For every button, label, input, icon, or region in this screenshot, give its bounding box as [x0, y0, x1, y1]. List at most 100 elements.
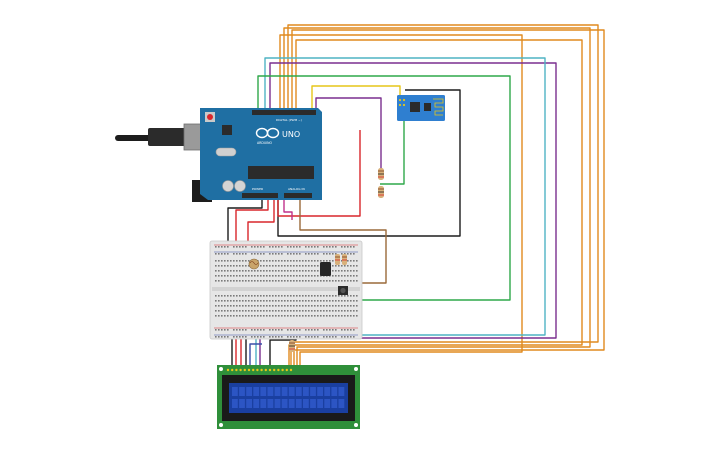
breadboard-hole: [302, 295, 304, 297]
breadboard-hole: [245, 265, 247, 267]
breadboard-hole: [284, 300, 286, 302]
esp8266-module: [397, 95, 445, 121]
breadboard-hole: [215, 265, 217, 267]
breadboard-hole: [257, 336, 259, 338]
breadboard-hole: [329, 300, 331, 302]
breadboard-hole: [272, 310, 274, 312]
breadboard-hole: [224, 253, 226, 255]
breadboard-hole: [242, 253, 244, 255]
breadboard-hole: [338, 265, 340, 267]
breadboard-hole: [248, 315, 250, 317]
breadboard-hole: [317, 275, 319, 277]
breadboard-hole: [302, 270, 304, 272]
breadboard-hole: [230, 315, 232, 317]
breadboard-hole: [236, 336, 238, 338]
breadboard-hole: [332, 305, 334, 307]
breadboard-hole: [230, 270, 232, 272]
breadboard-hole: [341, 246, 343, 248]
breadboard-hole: [338, 315, 340, 317]
breadboard-hole: [302, 260, 304, 262]
breadboard-hole: [347, 305, 349, 307]
breadboard-hole: [275, 253, 277, 255]
breadboard-hole: [305, 310, 307, 312]
breadboard-hole: [221, 246, 223, 248]
breadboard-hole: [239, 329, 241, 331]
breadboard-hole: [302, 310, 304, 312]
breadboard-hole: [254, 305, 256, 307]
breadboard-hole: [215, 260, 217, 262]
breadboard-hole: [281, 270, 283, 272]
breadboard-hole: [344, 246, 346, 248]
breadboard-hole: [269, 253, 271, 255]
breadboard-hole: [278, 280, 280, 282]
breadboard-hole: [278, 265, 280, 267]
esp-chip: [410, 102, 420, 112]
breadboard-hole: [278, 246, 280, 248]
breadboard-hole: [353, 329, 355, 331]
breadboard-hole: [293, 295, 295, 297]
breadboard-hole: [290, 310, 292, 312]
breadboard-hole: [284, 295, 286, 297]
breadboard-hole: [257, 300, 259, 302]
breadboard-hole: [341, 260, 343, 262]
breadboard-hole: [251, 270, 253, 272]
breadboard-hole: [326, 246, 328, 248]
breadboard-hole: [266, 275, 268, 277]
breadboard-hole: [239, 265, 241, 267]
breadboard-hole: [266, 315, 268, 317]
breadboard-hole: [266, 300, 268, 302]
breadboard-hole: [347, 336, 349, 338]
breadboard-hole: [350, 336, 352, 338]
lcd-pin: [256, 368, 259, 372]
breadboard-hole: [239, 336, 241, 338]
lcd-character-cell: [246, 399, 252, 408]
breadboard-hole: [266, 280, 268, 282]
lcd-mount-hole-3: [219, 423, 223, 427]
breadboard-hole: [287, 300, 289, 302]
breadboard-hole: [314, 315, 316, 317]
breadboard-hole: [311, 295, 313, 297]
breadboard-hole: [323, 246, 325, 248]
breadboard-hole: [338, 300, 340, 302]
breadboard-hole: [323, 295, 325, 297]
breadboard-hole: [287, 260, 289, 262]
lcd-character-cell: [288, 399, 295, 408]
breadboard-hole: [215, 253, 217, 255]
breadboard-hole: [317, 246, 319, 248]
breadboard-hole: [254, 270, 256, 272]
breadboard-hole: [218, 246, 220, 248]
breadboard-hole: [314, 270, 316, 272]
breadboard-hole: [263, 246, 265, 248]
breadboard-hole: [287, 336, 289, 338]
breadboard-hole: [269, 265, 271, 267]
breadboard-hole: [281, 329, 283, 331]
breadboard-hole: [284, 315, 286, 317]
breadboard-hole: [353, 300, 355, 302]
breadboard-hole: [317, 295, 319, 297]
breadboard-hole: [239, 270, 241, 272]
breadboard-hole: [341, 305, 343, 307]
breadboard-hole: [296, 310, 298, 312]
digital-header: [252, 110, 316, 115]
breadboard-hole: [317, 315, 319, 317]
breadboard-hole: [263, 253, 265, 255]
breadboard-hole: [335, 329, 337, 331]
capacitor-2: [234, 180, 246, 192]
breadboard-hole: [299, 265, 301, 267]
breadboard-hole: [236, 275, 238, 277]
breadboard-hole: [332, 246, 334, 248]
breadboard-hole: [293, 253, 295, 255]
breadboard-hole: [314, 300, 316, 302]
breadboard-hole: [326, 280, 328, 282]
breadboard-hole: [305, 260, 307, 262]
breadboard-hole: [260, 329, 262, 331]
breadboard-hole: [278, 253, 280, 255]
breadboard-hole: [311, 265, 313, 267]
breadboard-hole: [218, 310, 220, 312]
breadboard-hole: [293, 315, 295, 317]
breadboard-hole: [350, 295, 352, 297]
breadboard-hole: [323, 305, 325, 307]
wire-purple: [259, 62, 557, 368]
breadboard-hole: [266, 305, 268, 307]
breadboard-hole: [329, 315, 331, 317]
